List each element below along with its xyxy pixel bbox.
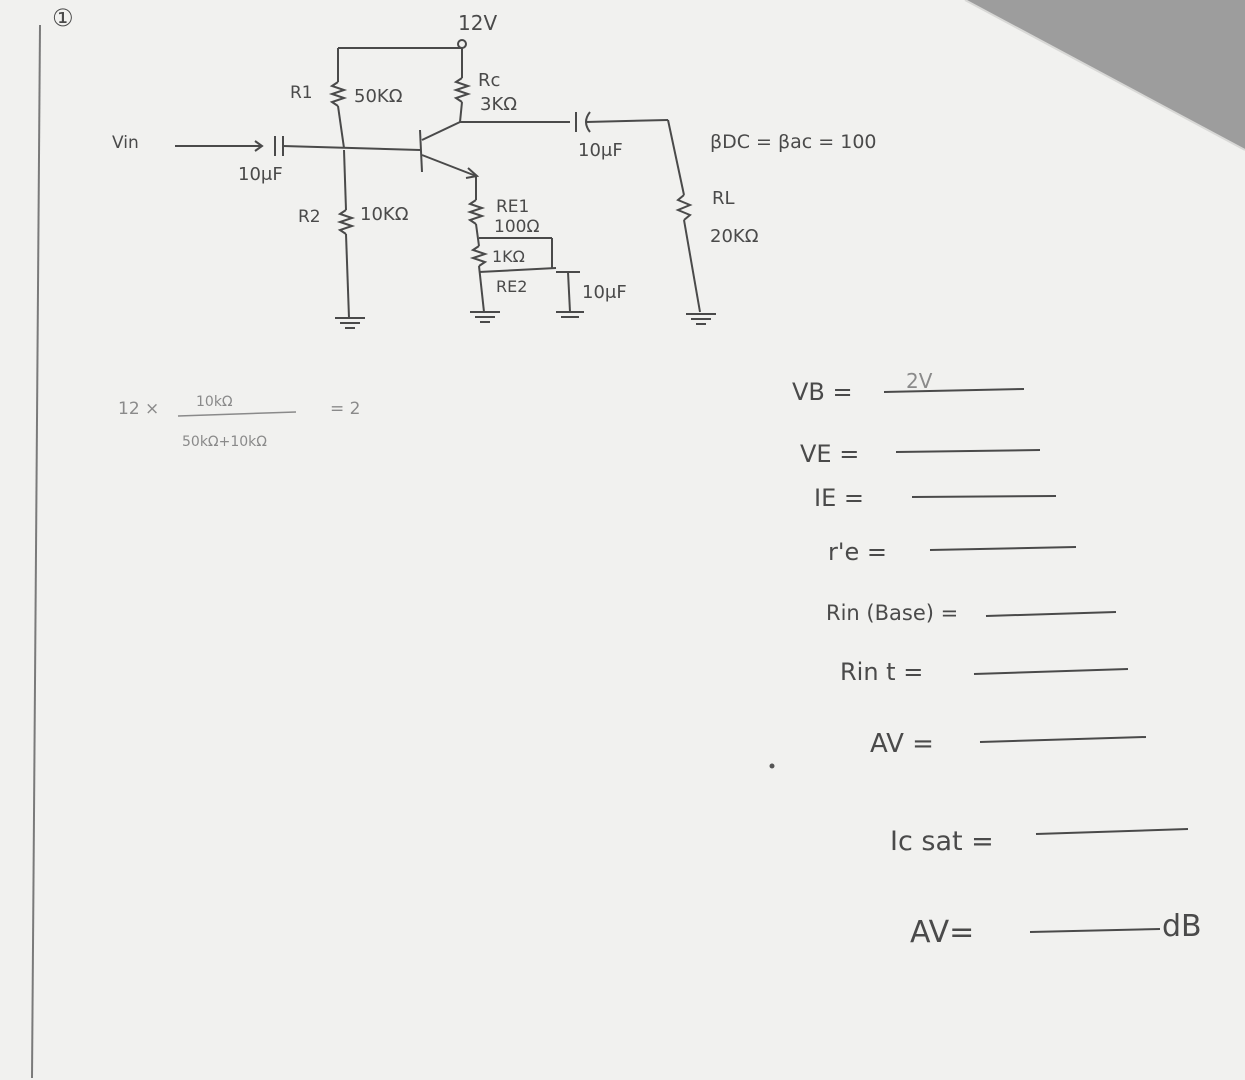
work-result: = 2 (330, 399, 360, 419)
answer-label-re: r'e = (828, 538, 887, 566)
r1-label: R1 (290, 83, 313, 103)
answer-label-av: AV = (870, 729, 934, 759)
cap-in-label: 10μF (238, 164, 283, 185)
answer-label-ic-sat: Ic sat = (890, 826, 994, 857)
ground-symbols (335, 311, 716, 329)
answer-label-vb: VB = (792, 378, 853, 406)
rc-label: Rc (478, 70, 500, 91)
pencil-dot (769, 763, 775, 769)
problem-number: ① (52, 4, 74, 32)
answer-value-vb: 2V (906, 369, 933, 393)
answer-label-ie: IE = (814, 484, 864, 512)
work-numerator: 10kΩ (196, 394, 233, 410)
answer-unit-db: dB (1162, 909, 1202, 944)
rc-resistor (452, 77, 472, 103)
re1-resistor (466, 199, 486, 225)
cap-bypass-label: 10μF (582, 282, 627, 303)
cap-out-label: 10μF (578, 140, 623, 161)
r2-value: 10KΩ (360, 204, 409, 225)
rl-value: 20KΩ (710, 226, 759, 247)
rl-label: RL (712, 188, 735, 209)
circuit-diagram (175, 39, 716, 329)
re1-value: 100Ω (494, 217, 539, 237)
rl-resistor (675, 194, 693, 221)
supply-label: 12V (458, 11, 497, 35)
answer-blank-av-db[interactable] (1029, 928, 1161, 933)
answer-label-rin-base: Rin (Base) = (826, 601, 958, 625)
answer-blank-ic-sat[interactable] (1035, 828, 1189, 835)
answer-blank-av[interactable] (979, 736, 1147, 743)
transistor-emitter (421, 154, 477, 177)
re2-resistor (469, 245, 489, 267)
input-label: Vin (112, 133, 139, 153)
r1-value: 50KΩ (354, 86, 403, 107)
answer-blank-re[interactable] (929, 546, 1077, 551)
transistor-collector (421, 121, 461, 141)
answer-blank-vb[interactable] (883, 388, 1025, 393)
re2-label: RE2 (496, 277, 527, 296)
margin-line (31, 24, 41, 1079)
answer-label-rin-t: Rin t = (840, 658, 923, 686)
answer-blank-ve[interactable] (895, 449, 1041, 453)
answer-blank-ie[interactable] (911, 495, 1057, 498)
answer-blank-rin-t[interactable] (973, 668, 1129, 675)
answer-blank-rin-base[interactable] (985, 611, 1117, 617)
work-denominator: 50kΩ+10kΩ (182, 434, 267, 450)
beta-label: βDC = βac = 100 (710, 131, 877, 153)
answer-label-av-db: AV= (910, 915, 974, 950)
answer-label-ve: VE = (800, 440, 859, 468)
r1-resistor (328, 81, 348, 107)
re1-label: RE1 (496, 197, 529, 217)
re2-value: 1KΩ (492, 247, 525, 266)
paper-edge (964, 0, 1245, 151)
pencil-work: 12 × 10kΩ 50kΩ+10kΩ = 2 (118, 394, 360, 450)
rc-value: 3KΩ (480, 94, 517, 115)
work-factor: 12 × (118, 399, 159, 419)
transistor-base (419, 129, 423, 173)
r2-label: R2 (298, 207, 321, 227)
answer-list: VB = 2V VE = IE = r'e = Rin (Base) = Rin… (792, 369, 1202, 950)
r2-resistor (336, 209, 356, 235)
